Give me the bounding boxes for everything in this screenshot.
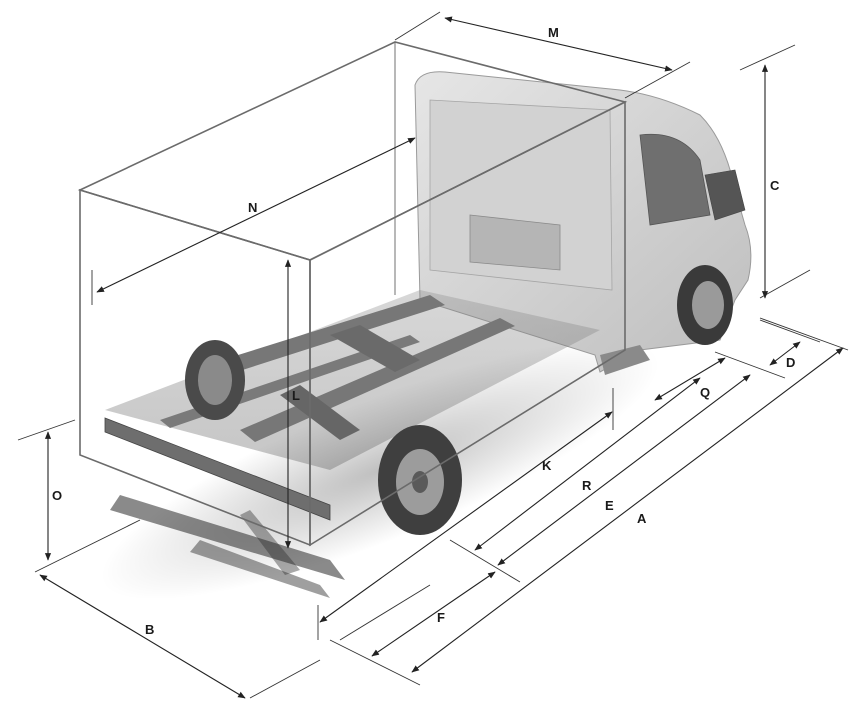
dimension-line-m (444, 16, 673, 72)
label-f: F (437, 610, 445, 625)
label-d: D (786, 355, 795, 370)
label-c: C (770, 178, 780, 193)
label-r: R (582, 478, 592, 493)
label-o: O (52, 488, 62, 503)
dimension-lines (17, 11, 849, 699)
label-e: E (605, 498, 614, 513)
dimension-line-f (371, 571, 496, 657)
truck-cab (414, 71, 752, 375)
dimension-line-b (39, 574, 246, 699)
dimension-line-d (769, 341, 801, 366)
label-l: L (292, 388, 300, 403)
label-q: Q (700, 385, 710, 400)
label-a: A (637, 511, 647, 526)
dimension-labels: M C N L O B K R E A F Q D (52, 25, 795, 637)
dimension-line-n (96, 137, 416, 293)
dimension-line-q (654, 357, 726, 401)
label-m: M (548, 25, 559, 40)
label-b: B (145, 622, 154, 637)
label-n: N (248, 200, 257, 215)
label-k: K (542, 458, 552, 473)
